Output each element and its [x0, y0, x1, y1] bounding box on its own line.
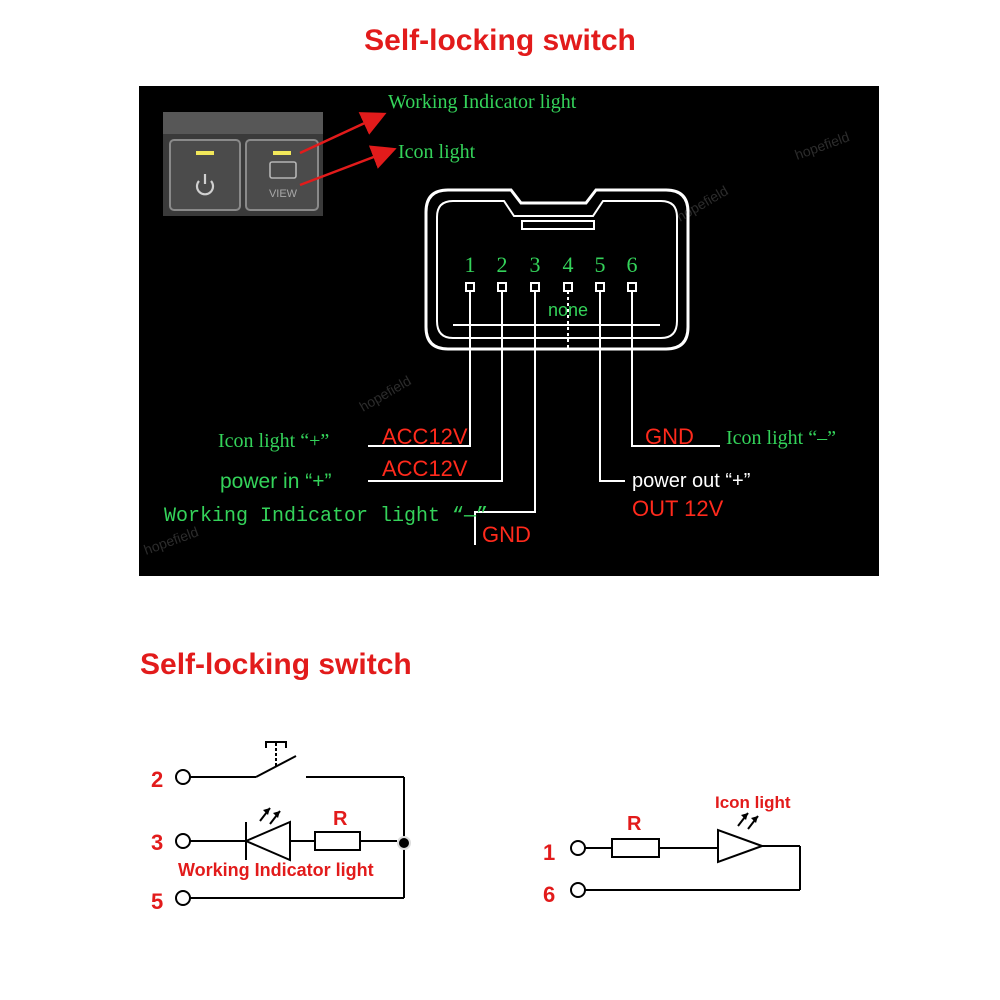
- resistor-r: [611, 838, 660, 858]
- arrow-working-indicator: [299, 112, 387, 155]
- pin1-voltage-label: ACC12V: [382, 424, 468, 449]
- working-indicator-label: Working Indicator light: [178, 860, 374, 880]
- junction-node: [397, 836, 411, 850]
- wires: [368, 291, 720, 545]
- pin-label-3: 3: [530, 252, 541, 277]
- terminal-3: [175, 833, 191, 849]
- led-diode: [243, 820, 291, 862]
- pin2-function-label: power in “+”: [220, 470, 331, 493]
- pin3-function-label: Working Indicator light “—”: [164, 505, 488, 528]
- indicator-led: [196, 151, 214, 155]
- pin6-function-label: Icon light “–”: [726, 427, 836, 449]
- pin5-voltage-label: OUT 12V: [632, 496, 724, 521]
- view-label: VIEW: [269, 188, 298, 200]
- schem-pin-1: 1: [543, 840, 555, 865]
- title-bottom: Self-locking switch: [140, 648, 412, 681]
- terminal-2: [175, 769, 191, 785]
- indicator-led-2: [273, 151, 291, 155]
- pin5-function-label: power out “+”: [632, 470, 750, 492]
- pin-label-2: 2: [497, 252, 508, 277]
- icon-light-label: Icon light: [715, 793, 791, 812]
- schematic-left: 2 3 5 R Working Indi: [151, 741, 411, 914]
- terminal-1: [570, 840, 586, 856]
- schematic-right: 1 6 R Icon light: [543, 793, 801, 907]
- terminal-6: [570, 882, 586, 898]
- pin2-voltage-label: ACC12V: [382, 456, 468, 481]
- icon-led: [717, 828, 765, 864]
- schem-pin-5: 5: [151, 889, 163, 914]
- working-indicator-caption: Working Indicator light: [388, 91, 577, 113]
- pin-label-5: 5: [595, 252, 606, 277]
- push-button-actuator: [265, 741, 287, 748]
- schem-pin-6: 6: [543, 882, 555, 907]
- switch-photo: VIEW: [163, 112, 323, 216]
- schem-pin-2: 2: [151, 767, 163, 792]
- icon-light-caption: Icon light: [398, 141, 476, 163]
- arrow-icon-light: [299, 145, 397, 187]
- pin-label-6: 6: [627, 252, 638, 277]
- schem-pin-3: 3: [151, 830, 163, 855]
- view-button: [245, 139, 319, 211]
- pin6-gnd-label: GND: [645, 424, 694, 449]
- switch-contact: [255, 755, 297, 778]
- connector-housing: [424, 188, 690, 351]
- pin3-gnd-label: GND: [482, 522, 531, 547]
- pin-label-1: 1: [465, 252, 476, 277]
- view-icon: [269, 161, 297, 179]
- resistor-label: R: [333, 808, 348, 830]
- resistor-r: [314, 831, 361, 851]
- pin1-function-label: Icon light “+”: [218, 430, 329, 452]
- resistor-label-right: R: [627, 813, 642, 835]
- power-icon: [195, 174, 215, 196]
- pin-label-4: 4: [563, 252, 574, 277]
- terminal-5: [175, 890, 191, 906]
- title-top: Self-locking switch: [364, 24, 636, 57]
